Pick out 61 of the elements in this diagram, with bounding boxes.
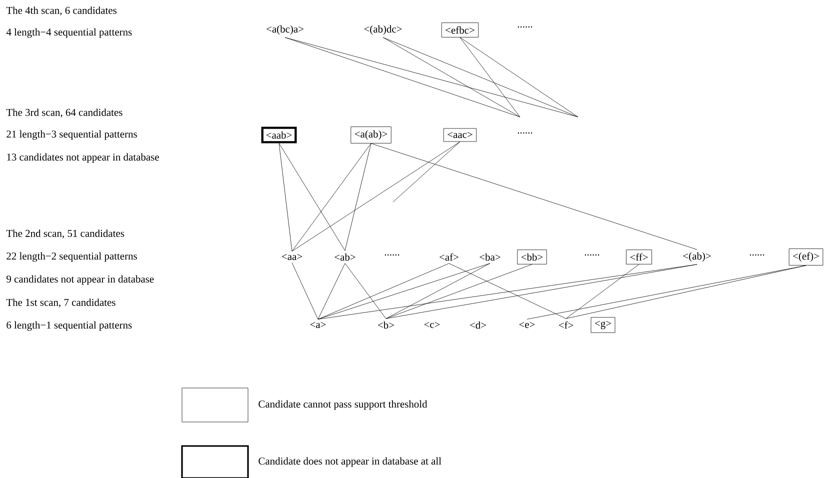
- connector-line: [370, 143, 698, 250]
- connector-line: [318, 263, 346, 320]
- connector-line: [284, 37, 520, 118]
- candidate-label: <(ab)>: [683, 252, 711, 262]
- scan-description: The 2nd scan, 51 candidates: [6, 230, 124, 238]
- candidate-label: <ba>: [480, 253, 500, 261]
- candidate-box: <a(ab)>: [350, 126, 392, 144]
- candidate-box: <efbc>: [441, 22, 479, 38]
- ellipsis: ......: [384, 254, 400, 256]
- scan-description: 21 length−3 sequential patterns: [6, 130, 137, 140]
- connector-line: [386, 264, 532, 319]
- connector-line: [318, 263, 450, 320]
- connector-line: [566, 264, 640, 319]
- connector-line: [284, 37, 578, 118]
- connector-line: [278, 143, 292, 252]
- connector-line: [292, 262, 318, 320]
- connector-line: [386, 263, 490, 319]
- connector-line: [386, 264, 698, 319]
- ellipsis: ......: [518, 26, 532, 28]
- scan-description: 6 length−1 sequential patterns: [6, 321, 132, 331]
- candidate-label: <(ab)dc>: [364, 25, 402, 35]
- candidate-label: <aa>: [282, 254, 302, 260]
- candidate-label: <f>: [558, 321, 574, 329]
- legend-label: Candidate does not appear in database at all: [258, 457, 442, 467]
- candidate-box: <(ef)>: [788, 248, 824, 266]
- candidate-label: <ab>: [334, 253, 356, 261]
- connector-line: [318, 263, 490, 320]
- candidate-box: <ff>: [626, 250, 652, 264]
- connector-line: [448, 263, 566, 319]
- candidate-box: <g>: [590, 317, 616, 333]
- ellipsis: ......: [518, 132, 532, 134]
- ellipsis: ......: [750, 254, 764, 256]
- connector-line: [344, 263, 386, 319]
- connector-line: [344, 143, 372, 251]
- scan-description: The 3rd scan, 64 candidates: [6, 108, 122, 118]
- candidate-label: <af>: [440, 253, 458, 261]
- candidate-box: <bb>: [517, 250, 547, 264]
- connector-line: [382, 37, 520, 118]
- scan-description: The 1st scan, 7 candidates: [6, 298, 116, 308]
- candidate-label: <b>: [378, 321, 394, 329]
- scan-description: The 4th scan, 6 candidates: [6, 6, 116, 16]
- connector-line: [460, 37, 578, 118]
- candidate-box: <aac>: [443, 128, 477, 142]
- candidate-box: <aab>: [261, 126, 297, 144]
- candidate-label: <d>: [470, 321, 486, 329]
- connector-line: [382, 37, 578, 118]
- connector-line: [392, 142, 460, 202]
- connector-line: [292, 142, 460, 252]
- connector-line: [278, 143, 346, 251]
- scan-description: 9 candidates not appear in database: [6, 275, 154, 285]
- candidate-label: <e>: [519, 322, 535, 328]
- candidate-label: <a>: [310, 322, 326, 328]
- scan-description: 4 length−4 sequential patterns: [6, 28, 132, 38]
- candidate-label: <a(bc)a>: [266, 25, 304, 35]
- scan-description: 13 candidates not appear in database: [7, 153, 159, 163]
- scan-description: 22 length−2 sequential patterns: [6, 252, 137, 262]
- connector-line: [292, 143, 372, 252]
- legend-label: Candidate cannot pass support threshold: [258, 400, 428, 410]
- connector-line: [460, 37, 520, 118]
- candidate-label: <c>: [424, 322, 440, 328]
- ellipsis: ......: [584, 254, 600, 256]
